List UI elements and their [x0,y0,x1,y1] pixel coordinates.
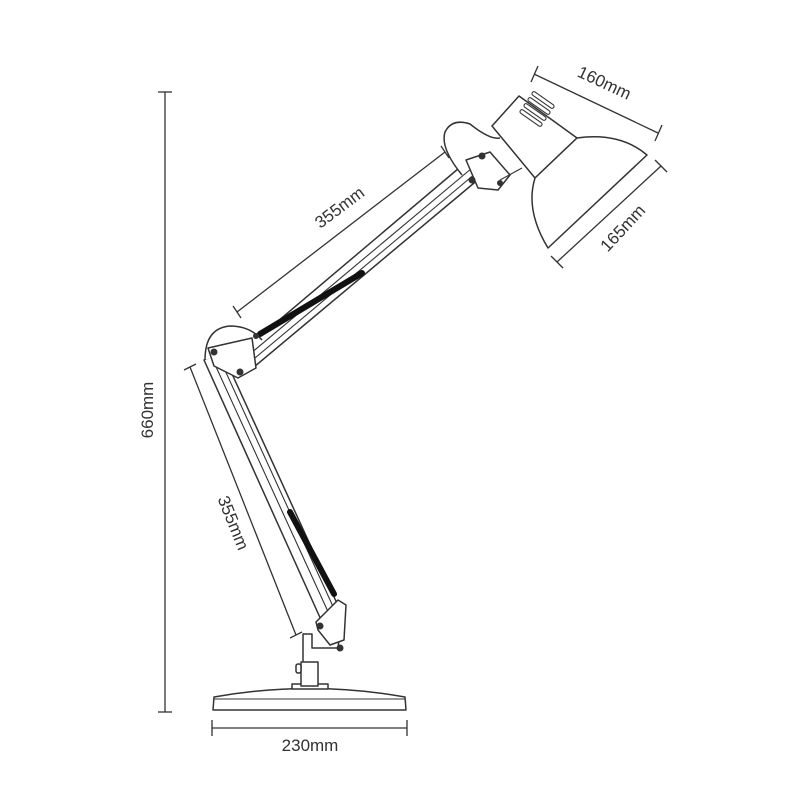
shade-diameter-label: 165mm [597,201,650,255]
base-width-dimension: 230mm [211,720,408,755]
lamp-shade [531,136,648,249]
upper-arm-label: 355mm [311,183,368,232]
height-label: 660mm [138,382,157,439]
upper-arm [204,151,493,379]
lamp-base [212,631,407,711]
height-dimension: 660mm [138,91,172,713]
lamp-head [443,91,648,249]
lower-spring [287,509,337,597]
lower-arm-label: 355mm [214,493,253,553]
lower-arm [203,351,347,652]
vent-slots-icon [519,91,555,127]
base-width-label: 230mm [282,736,339,755]
upper-spring [257,270,365,337]
